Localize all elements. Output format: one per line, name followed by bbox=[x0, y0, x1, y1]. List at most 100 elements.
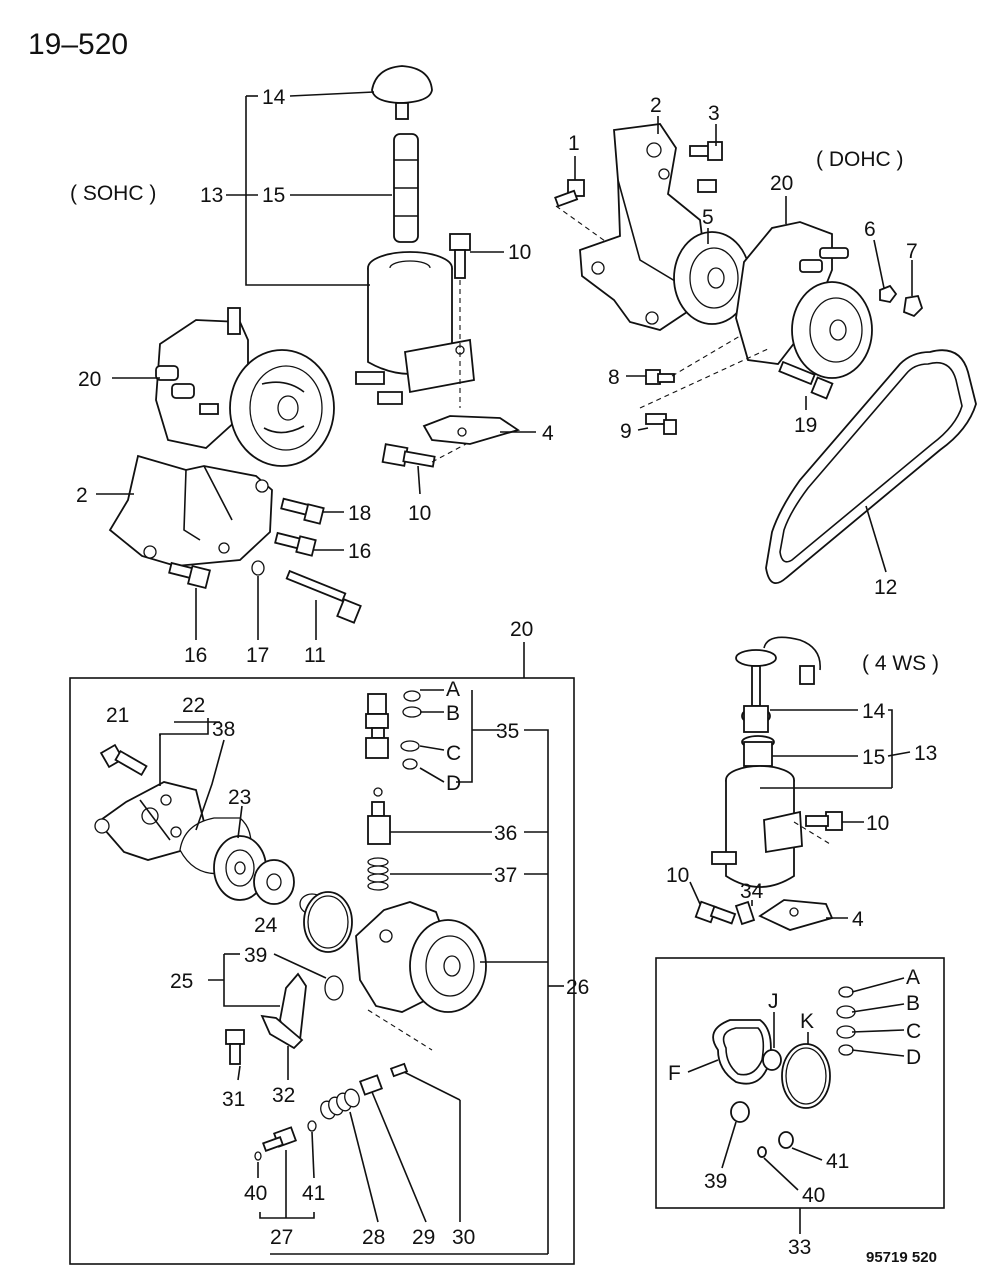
washer-17-part bbox=[251, 560, 265, 576]
connector-27-part bbox=[262, 1126, 298, 1152]
dohc-pulley-5-part bbox=[673, 231, 751, 325]
callout-10-4ws-left: 10 bbox=[666, 864, 689, 887]
bracket-32-part bbox=[260, 1014, 304, 1050]
callout-6: 6 bbox=[864, 218, 876, 241]
oil-filter-part bbox=[393, 133, 419, 243]
bolt-18-part bbox=[280, 497, 325, 525]
oring-41-part bbox=[307, 1120, 317, 1132]
callout-37: 37 bbox=[494, 864, 517, 887]
bolt-19-part bbox=[778, 360, 834, 400]
bolt-10-lower-part bbox=[381, 443, 436, 468]
callout-30: 30 bbox=[452, 1226, 475, 1249]
callout-10-sohc-upper: 10 bbox=[508, 241, 531, 264]
callout-15-sohc: 15 bbox=[262, 184, 285, 207]
callout-14-sohc: 14 bbox=[262, 86, 286, 109]
4ws-reservoir-tank-part bbox=[711, 765, 803, 888]
spring-37-part bbox=[367, 857, 389, 891]
callout-9: 9 bbox=[620, 420, 632, 443]
page-number: 19–520 bbox=[28, 28, 128, 61]
callout-33: 33 bbox=[788, 1236, 811, 1259]
callout-27: 27 bbox=[270, 1226, 293, 1249]
callout-11: 11 bbox=[304, 644, 326, 667]
callout-34: 34 bbox=[740, 880, 764, 903]
pump-body-26-part bbox=[355, 901, 487, 1013]
sohc-pump-assembly-part bbox=[155, 307, 335, 467]
long-bolt-11-part bbox=[285, 569, 362, 624]
callout-2-dohc: 2 bbox=[650, 94, 662, 117]
bolt-16-right-part bbox=[274, 531, 317, 557]
oring-d-part bbox=[838, 1044, 854, 1056]
callout-b-kit: B bbox=[906, 992, 920, 1015]
nut-7-part bbox=[903, 294, 924, 318]
callout-5: 5 bbox=[702, 206, 714, 229]
reservoir-bracket-part bbox=[422, 415, 521, 445]
callout-39-detail: 39 bbox=[244, 944, 267, 967]
4ws-bolt-10-right-part bbox=[805, 811, 843, 831]
clip-34-part bbox=[734, 900, 756, 926]
callout-22: 22 bbox=[182, 694, 205, 717]
spring-28-part bbox=[320, 1088, 360, 1120]
pin-30-part bbox=[389, 1062, 409, 1078]
oil-reservoir-tank-part bbox=[355, 251, 475, 405]
callout-d-detail: D bbox=[446, 772, 461, 795]
callout-d-kit: D bbox=[906, 1046, 921, 1069]
callout-20-dohc: 20 bbox=[770, 172, 793, 195]
nut-6-part bbox=[879, 284, 898, 303]
oring-40-kit-part bbox=[757, 1146, 767, 1158]
callout-41-kit: 41 bbox=[826, 1150, 849, 1173]
callout-a-detail: A bbox=[446, 678, 460, 701]
4ws-bolt-10-left-part bbox=[694, 900, 737, 925]
callout-24: 24 bbox=[254, 914, 278, 937]
valve-36-part bbox=[367, 787, 391, 845]
oring-a-part bbox=[838, 986, 854, 998]
callout-25: 25 bbox=[170, 970, 193, 993]
callout-2-sohc: 2 bbox=[76, 484, 88, 507]
oring-35b-part bbox=[402, 706, 422, 718]
rotor-24-part bbox=[253, 859, 295, 905]
callout-16-lower: 16 bbox=[184, 644, 207, 667]
callout-c-kit: C bbox=[906, 1020, 921, 1043]
callout-38: 38 bbox=[212, 718, 235, 741]
callout-4-sohc: 4 bbox=[542, 422, 554, 445]
sohc-pump-bracket-part bbox=[108, 454, 273, 567]
callout-3: 3 bbox=[708, 102, 720, 125]
oring-j-part bbox=[762, 1049, 782, 1071]
stud-part bbox=[697, 179, 717, 193]
callout-14-4ws: 14 bbox=[862, 700, 886, 723]
oring-40-part bbox=[254, 1151, 262, 1161]
callout-26: 26 bbox=[566, 976, 589, 999]
callout-40-detail: 40 bbox=[244, 1182, 267, 1205]
callout-18: 18 bbox=[348, 502, 371, 525]
4ws-reservoir-cap-with-sensor-part bbox=[735, 636, 821, 733]
callout-k: K bbox=[800, 1010, 814, 1033]
oring-35a-part bbox=[403, 690, 421, 702]
oring-35d-part bbox=[402, 758, 418, 770]
drive-belt-part bbox=[765, 349, 977, 585]
callout-f: F bbox=[668, 1062, 681, 1085]
bolt-10-upper-part bbox=[449, 233, 471, 279]
pump-detail-box bbox=[69, 677, 575, 1265]
bolt-16-lower-part bbox=[168, 561, 212, 590]
callout-7: 7 bbox=[906, 240, 918, 263]
bolt-21-part bbox=[99, 743, 148, 777]
callout-10-4ws-right: 10 bbox=[866, 812, 889, 835]
oring-41-kit-part bbox=[778, 1131, 794, 1149]
callout-36: 36 bbox=[494, 822, 517, 845]
bolt-9-part bbox=[645, 413, 677, 435]
callout-12: 12 bbox=[874, 576, 897, 599]
section-label-sohc: ( SOHC ) bbox=[70, 182, 156, 205]
callout-b-detail: B bbox=[446, 702, 460, 725]
callout-41-detail: 41 bbox=[302, 1182, 325, 1205]
callout-j: J bbox=[768, 990, 779, 1013]
callout-29: 29 bbox=[412, 1226, 435, 1249]
callout-19: 19 bbox=[794, 414, 817, 437]
oring-39-kit-part bbox=[730, 1101, 750, 1123]
callout-32: 32 bbox=[272, 1084, 295, 1107]
callout-10-sohc-lower: 10 bbox=[408, 502, 431, 525]
callout-15-4ws: 15 bbox=[862, 746, 885, 769]
callout-a-kit: A bbox=[906, 966, 920, 989]
callout-13-sohc: 13 bbox=[200, 184, 223, 207]
callout-13-4ws: 13 bbox=[914, 742, 937, 765]
callout-17: 17 bbox=[246, 644, 269, 667]
